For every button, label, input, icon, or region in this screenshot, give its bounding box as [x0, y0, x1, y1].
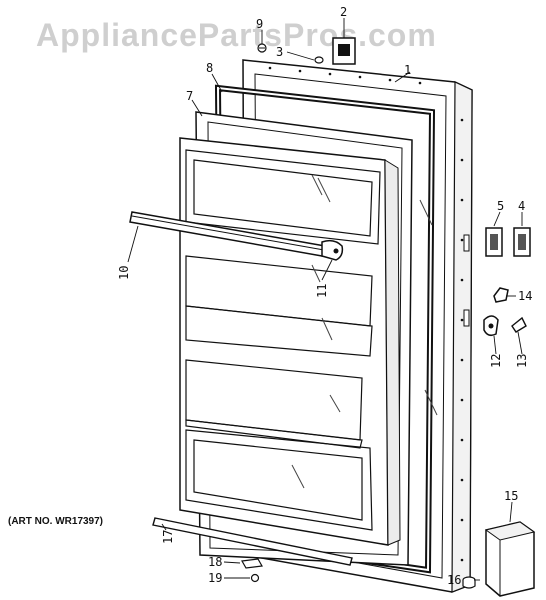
callout-3: 3 — [276, 45, 283, 59]
handle-cap-5 — [485, 227, 503, 257]
hinge-bracket-14 — [493, 287, 509, 303]
cam-hinge-12 — [483, 315, 499, 337]
callout-19: 19 — [208, 571, 222, 585]
liner-shelf-bins — [185, 149, 381, 531]
callout-14: 14 — [518, 289, 532, 303]
callout-7: 7 — [186, 89, 193, 103]
callout-16: 16 — [447, 573, 461, 587]
rail-end-clip — [321, 239, 344, 261]
callout-13: 13 — [515, 354, 529, 368]
screw-19 — [250, 573, 260, 583]
callout-12: 12 — [489, 354, 503, 368]
plug-16 — [462, 576, 476, 589]
callout-18: 18 — [208, 555, 222, 569]
callout-11: 11 — [315, 284, 329, 298]
callout-9: 9 — [256, 17, 263, 31]
bushing-13 — [511, 316, 527, 333]
art-number: (ART NO. WR17397) — [8, 516, 103, 527]
callout-4: 4 — [518, 199, 525, 213]
bottom-trim-strip — [152, 517, 353, 566]
screw-9 — [257, 43, 267, 53]
handle-cap-4 — [513, 227, 531, 257]
callout-10: 10 — [117, 266, 131, 280]
door-stop-15 — [484, 521, 536, 597]
callout-15: 15 — [504, 489, 518, 503]
callout-8: 8 — [206, 61, 213, 75]
fastener-3 — [314, 56, 324, 64]
leader-lines — [127, 18, 523, 581]
callout-4-label-5: 5 — [497, 199, 504, 213]
shim-18 — [241, 558, 263, 569]
door-latch — [332, 37, 356, 65]
callout-17: 17 — [161, 530, 175, 544]
callout-1: 1 — [404, 63, 411, 77]
callout-2: 2 — [340, 5, 347, 19]
watermark-text: AppliancePartsPros.com — [36, 17, 437, 53]
door-liner — [179, 137, 438, 546]
